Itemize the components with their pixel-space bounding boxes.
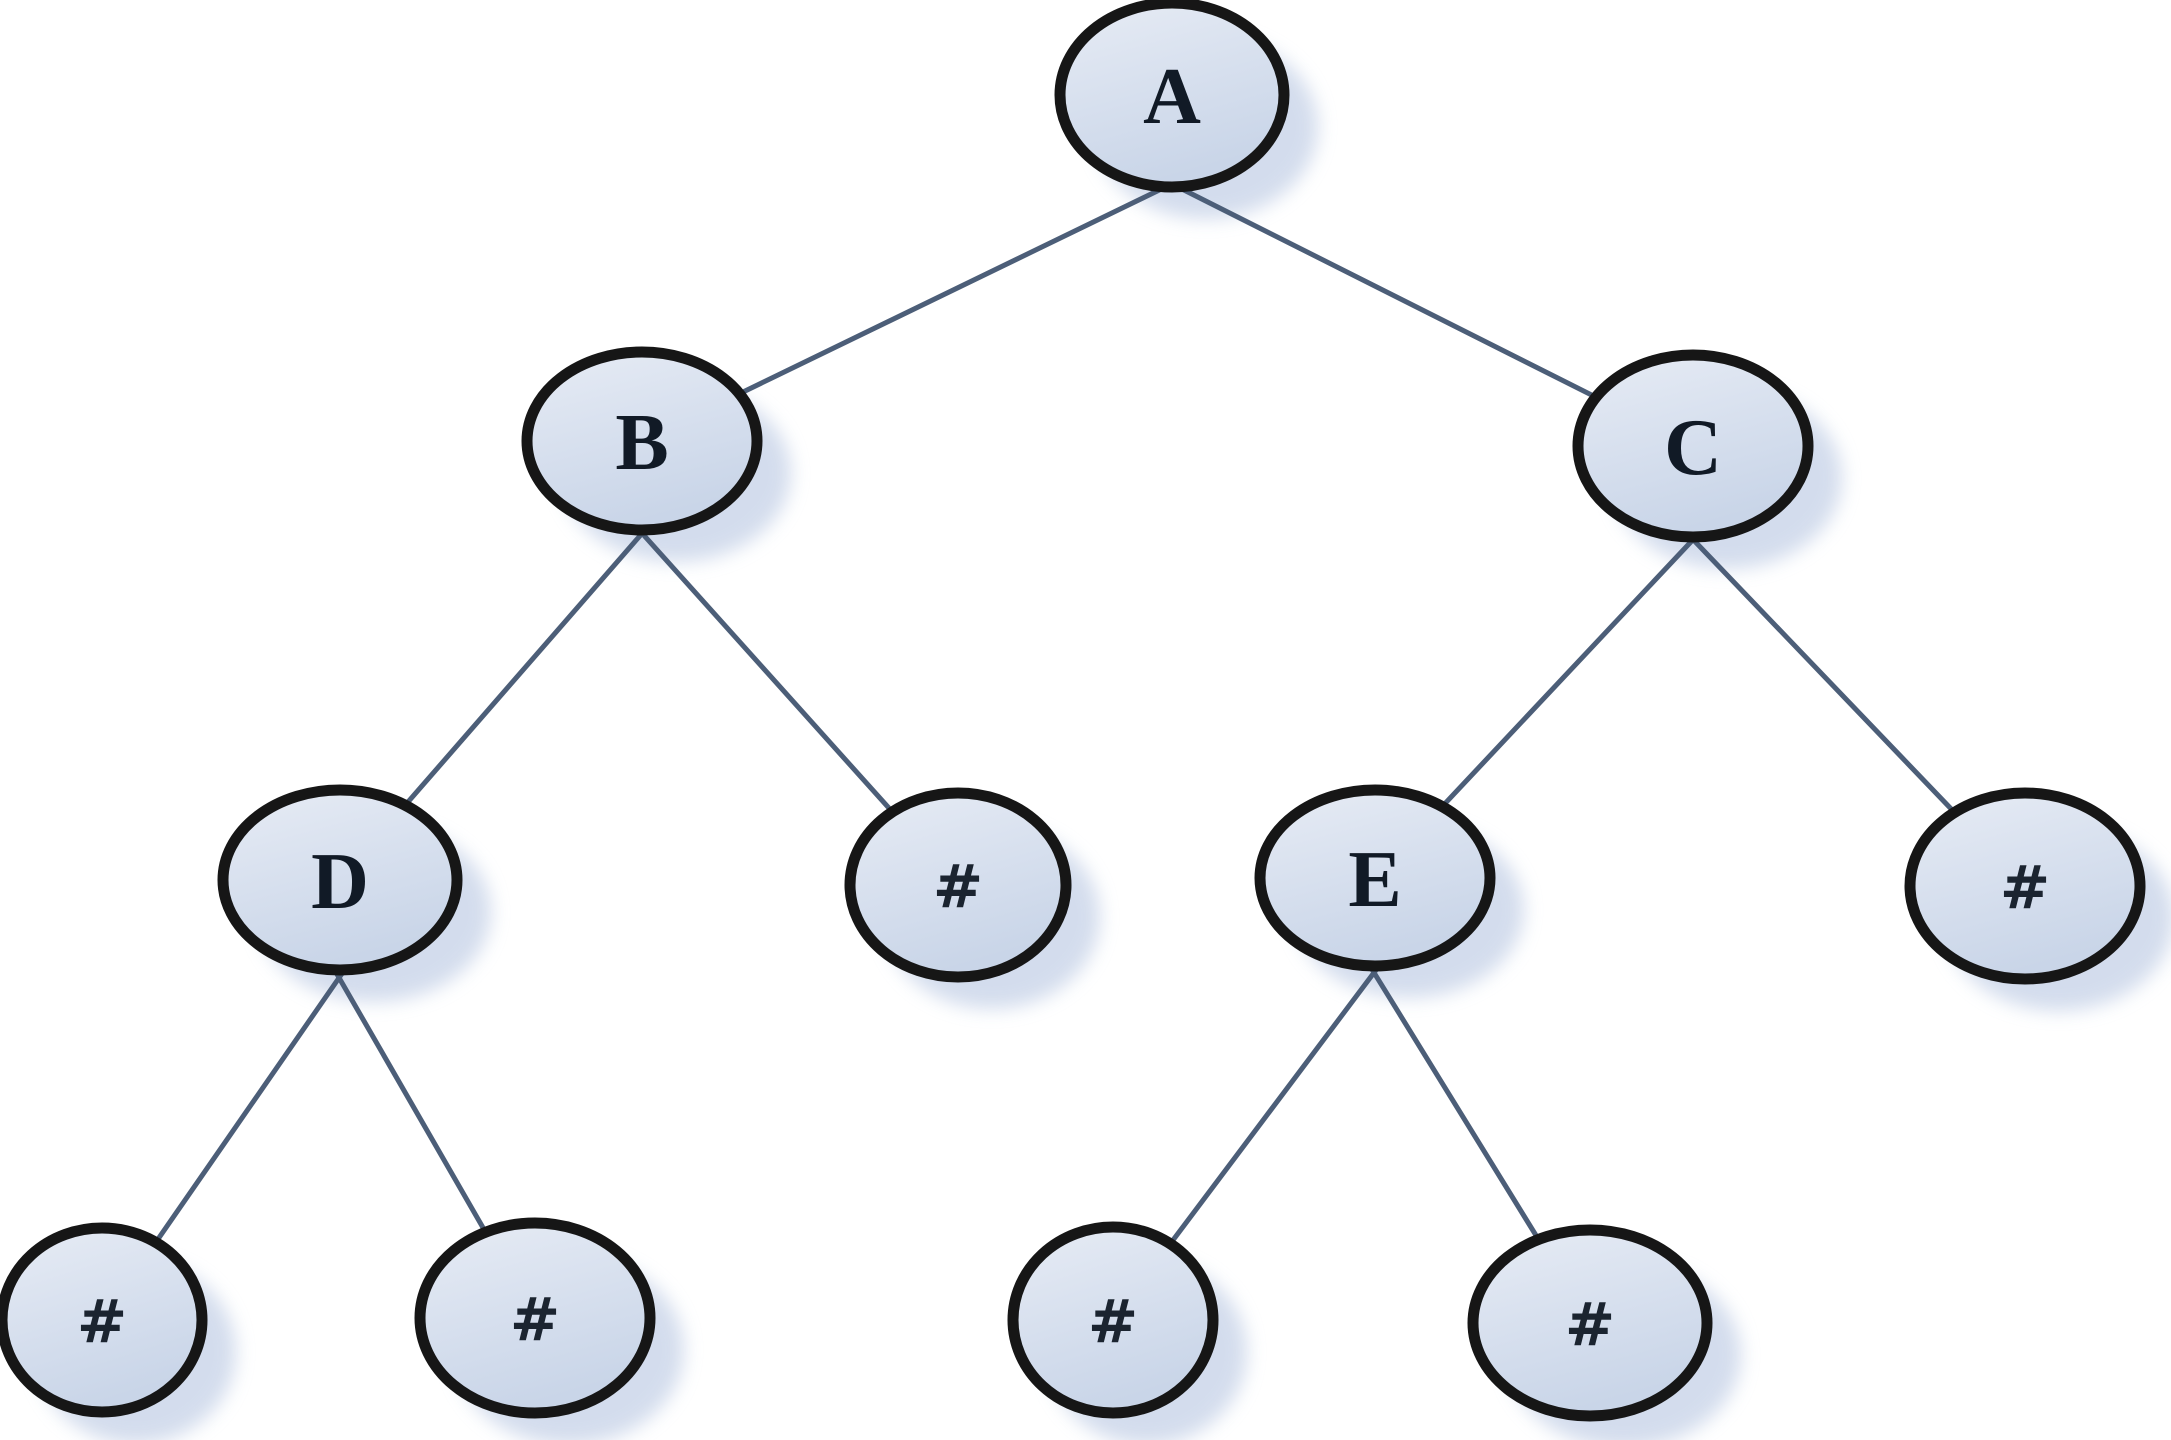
node-ellipse-E — [1254, 784, 1496, 972]
tree-node-null-5: # — [1007, 1221, 1219, 1419]
tree-node-null-4: # — [414, 1217, 656, 1419]
node-layer: A B C D # E # # # # # — [0, 0, 2146, 1422]
node-ellipse-null-2 — [1904, 787, 2146, 985]
tree-node-D: D — [217, 784, 463, 976]
null-marker-label-null-4: # — [510, 1285, 560, 1355]
node-ellipse-A — [1054, 0, 1290, 193]
null-marker-label-null-3: # — [77, 1287, 127, 1357]
node-ellipse-B — [521, 346, 763, 536]
node-ellipse-null-1 — [844, 787, 1072, 983]
tree-node-C: C — [1572, 349, 1814, 543]
null-marker-label-null-1: # — [933, 852, 983, 922]
tree-node-A: A — [1054, 0, 1290, 193]
tree-node-null-3: # — [0, 1222, 208, 1418]
tree-node-null-6: # — [1467, 1224, 1713, 1422]
node-label-A: A — [1143, 53, 1201, 141]
null-marker-label-null-5: # — [1088, 1287, 1138, 1357]
node-label-D: D — [311, 838, 369, 926]
node-label-E: E — [1348, 836, 1401, 924]
node-ellipse-null-6 — [1467, 1224, 1713, 1422]
node-ellipse-D — [217, 784, 463, 976]
node-ellipse-C — [1572, 349, 1814, 543]
null-marker-label-null-6: # — [1565, 1290, 1615, 1360]
null-marker-label-null-2: # — [2000, 853, 2050, 923]
tree-node-null-1: # — [844, 787, 1072, 983]
tree-node-null-2: # — [1904, 787, 2146, 985]
node-ellipse-null-4 — [414, 1217, 656, 1419]
node-ellipse-null-5 — [1007, 1221, 1219, 1419]
node-label-C: C — [1664, 404, 1722, 492]
tree-node-B: B — [521, 346, 763, 536]
node-ellipse-null-3 — [0, 1222, 208, 1418]
edge-layer — [99, 176, 2028, 1326]
tree-node-E: E — [1254, 784, 1496, 972]
node-label-B: B — [615, 399, 668, 487]
